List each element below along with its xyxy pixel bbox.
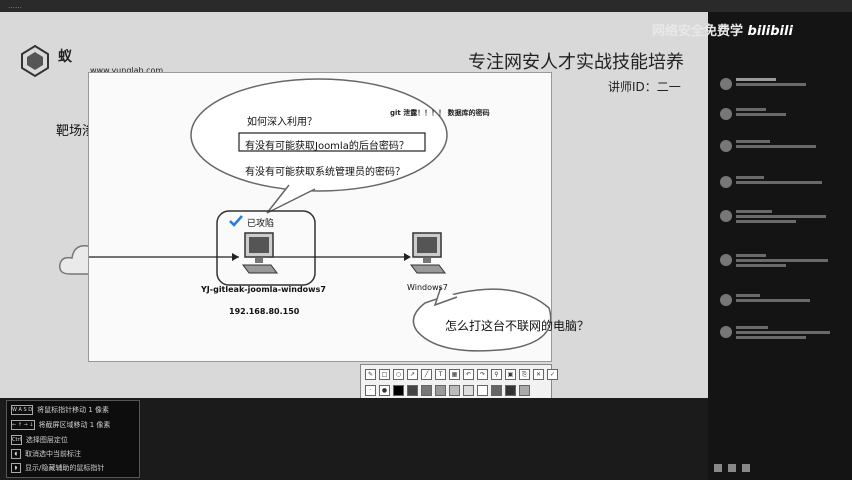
avatar bbox=[720, 294, 732, 306]
emoji-icon[interactable] bbox=[714, 464, 722, 472]
shortcut-keys: Ctrl bbox=[11, 435, 22, 445]
copy-icon[interactable]: ⎘ bbox=[519, 369, 530, 380]
undo-icon[interactable]: ↶ bbox=[463, 369, 474, 380]
screenshot-toolbar: ✎ □ ○ ↗ ╱ T ▦ ↶ ↷ ⚲ ▣ ⎘ ✕ ✓ · ● bbox=[360, 364, 558, 402]
color-swatch[interactable] bbox=[435, 385, 446, 396]
chat-message[interactable] bbox=[720, 294, 810, 306]
computer-icon bbox=[410, 232, 446, 274]
chat-message[interactable] bbox=[720, 78, 806, 90]
avatar bbox=[720, 78, 732, 90]
mouse-icon: ◗ bbox=[11, 463, 21, 473]
shortcut-label: 选择图层定位 bbox=[25, 436, 68, 444]
shortcut-label: 取消选中当前标注 bbox=[25, 450, 81, 458]
avatar bbox=[720, 254, 732, 266]
color-swatch[interactable] bbox=[477, 385, 488, 396]
color-swatch[interactable] bbox=[505, 385, 516, 396]
color-swatch[interactable] bbox=[519, 385, 530, 396]
line-icon[interactable]: ╱ bbox=[421, 369, 432, 380]
avatar bbox=[720, 210, 732, 222]
ellipse-icon[interactable]: ○ bbox=[393, 369, 404, 380]
slogan: 专注网安人才实战技能培养 bbox=[468, 52, 684, 73]
chat-message[interactable] bbox=[720, 210, 826, 223]
shortcut-label: 将截屏区域移动 1 像素 bbox=[38, 421, 111, 429]
more-icon[interactable] bbox=[742, 464, 750, 472]
shortcut-help-panel: W A S D 将鼠标指针移动 1 像素 ← ↑ → ↓ 将截屏区域移动 1 像… bbox=[6, 400, 140, 478]
chat-message[interactable] bbox=[720, 326, 830, 339]
lecturer-id: 讲师ID：二一 bbox=[608, 80, 681, 94]
bilibili-logo: bilibili bbox=[747, 24, 793, 39]
bubble-line-1: 如何深入利用？ bbox=[247, 117, 317, 128]
chat-message[interactable] bbox=[720, 176, 822, 188]
size-small-icon[interactable]: · bbox=[365, 385, 376, 396]
text-icon[interactable]: T bbox=[435, 369, 446, 380]
redo-icon[interactable]: ↷ bbox=[477, 369, 488, 380]
color-swatch[interactable] bbox=[449, 385, 460, 396]
logo-text: 蚁 bbox=[58, 49, 72, 65]
pin-icon[interactable]: ⚲ bbox=[491, 369, 502, 380]
avatar bbox=[720, 140, 732, 152]
compromised-label: 已攻陷 bbox=[247, 219, 275, 229]
shortcut-keys: W A S D bbox=[11, 405, 34, 415]
bubble2-text: 怎么打这台不联网的电脑？ bbox=[445, 319, 590, 333]
color-swatch[interactable] bbox=[393, 385, 404, 396]
color-swatch[interactable] bbox=[463, 385, 474, 396]
shortcut-keys: ← ↑ → ↓ bbox=[11, 420, 35, 430]
chat-message[interactable] bbox=[720, 140, 816, 152]
confirm-icon[interactable]: ✓ bbox=[547, 369, 558, 380]
rect-icon[interactable]: □ bbox=[379, 369, 390, 380]
color-swatch[interactable] bbox=[421, 385, 432, 396]
host1-ip: 192.168.80.150 bbox=[229, 307, 300, 316]
chat-message[interactable] bbox=[720, 254, 828, 267]
avatar bbox=[720, 108, 732, 120]
watermark-text: 网络安全免费学 bbox=[652, 24, 744, 39]
host2-name: Windows7 bbox=[407, 283, 448, 292]
color-swatch[interactable] bbox=[491, 385, 502, 396]
color-swatch[interactable] bbox=[407, 385, 418, 396]
annotation-note: git 泄露！！！！ 数据库的密码 bbox=[390, 109, 490, 117]
bubble-line-2: 有没有可能获取Joomla的后台密码？ bbox=[245, 141, 409, 152]
mosaic-icon[interactable]: ▦ bbox=[449, 369, 460, 380]
chat-message[interactable] bbox=[720, 108, 786, 120]
image-icon[interactable] bbox=[728, 464, 736, 472]
bubble-line-3: 有没有可能获取系统管理员的密码？ bbox=[245, 167, 405, 178]
close-icon[interactable]: ✕ bbox=[533, 369, 544, 380]
pen-icon[interactable]: ✎ bbox=[365, 369, 376, 380]
avatar bbox=[720, 176, 732, 188]
diagram-canvas: 已攻陷 如何深入利用？ 有没有可能获取Joomla的后台密码？ 有没有可能获取系… bbox=[88, 72, 589, 362]
arrow-icon[interactable]: ↗ bbox=[407, 369, 418, 380]
watermark: 网络安全免费学 bilibili bbox=[652, 20, 793, 39]
sidebar-bottom-bar bbox=[714, 464, 844, 474]
chat-sidebar bbox=[708, 12, 852, 480]
host1-name: YJ-gitleak-joomla-windows7 bbox=[201, 285, 326, 294]
checkmark-icon bbox=[229, 215, 243, 227]
diagram-shapes bbox=[89, 78, 551, 352]
shortcut-label: 显示/隐藏辅助的鼠标指针 bbox=[25, 464, 105, 472]
shortcut-label: 将鼠标指针移动 1 像素 bbox=[37, 406, 110, 414]
avatar bbox=[720, 326, 732, 338]
mouse-icon: ◖ bbox=[11, 449, 21, 459]
logo-url: www.yunglab.com bbox=[90, 66, 164, 75]
computer-icon bbox=[242, 232, 278, 274]
size-large-icon[interactable]: ● bbox=[379, 385, 390, 396]
logo-icon bbox=[21, 44, 49, 78]
save-icon[interactable]: ▣ bbox=[505, 369, 516, 380]
window-titlebar: …… bbox=[0, 0, 852, 12]
